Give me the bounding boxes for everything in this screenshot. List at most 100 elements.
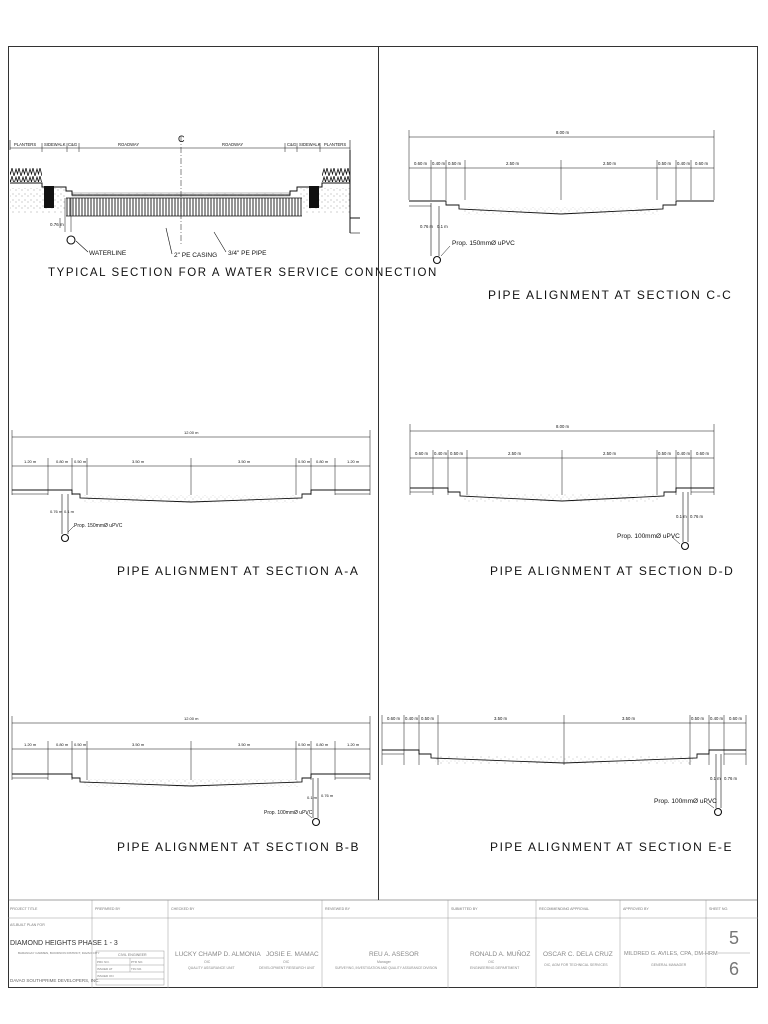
tb-approved-name: MILDRED G. AVILES, CPA, DM-HRM (624, 951, 718, 957)
cc-dim-5: 0.50 m (658, 161, 672, 166)
cc-dim-4: 2.50 m (603, 161, 617, 166)
bb-depth-label: 0.76 m (321, 793, 334, 798)
section-ee-title: PIPE ALIGNMENT AT SECTION E-E (490, 840, 734, 854)
dd-offset-label: 0.1 m (676, 514, 687, 519)
ee-dim-2: 0.50 m (421, 716, 435, 721)
section-cc-drawing: 8.00 m 0.60 m 0.40 m 0.50 m 2.50 m 2.50 … (408, 130, 715, 265)
ee-dim-0: 0.60 m (387, 716, 401, 721)
tb-developer: DAVAO SOUTHPRIME DEVELOPERS, INC. (10, 978, 100, 983)
ts-callout-pe-pipe: 3/4" PE PIPE (228, 250, 267, 257)
ts-centerline-label: C (178, 134, 185, 144)
dd-dim-4: 2.50 m (603, 451, 617, 456)
ts-label-sidewalk-left: SIDEWALK (44, 142, 66, 147)
cc-dim-0: 0.60 m (414, 161, 428, 166)
aa-dim-3: 3.50 m (132, 459, 145, 464)
tb-header-prepared-by: PREPARED BY (95, 907, 121, 911)
bb-dim-3: 3.50 m (132, 742, 145, 747)
aa-offset-label: 0.1 m (64, 509, 75, 514)
sheet-vertical-divider (378, 46, 379, 900)
typical-section-drawing: PLANTERS SIDEWALK C&G ROADWAY ROADWAY C&… (9, 134, 360, 259)
tb-project-location: BARANGAY CARMEN, BUKIDNON DISTRICT, DAVA… (18, 951, 100, 955)
cc-dim-1: 0.40 m (432, 161, 446, 166)
ts-depth-label: 0.76 m (50, 222, 64, 227)
ts-label-sidewalk-right: SIDEWALK (299, 142, 321, 147)
bb-dim-5: 0.50 m (298, 742, 311, 747)
aa-dim-0: 1.20 m (24, 459, 37, 464)
dd-pipe-label: Prop. 100mmØ uPVC (617, 533, 680, 540)
drawing-sheet-border (8, 46, 758, 988)
section-cc-title: PIPE ALIGNMENT AT SECTION C-C (488, 288, 733, 302)
bb-total-dim: 12.00 m (184, 716, 199, 721)
dd-dim-3: 2.50 m (508, 451, 522, 456)
tb-reviewed-name: REU A. ASESOR (369, 951, 419, 958)
ts-label-cg-left: C&G (68, 142, 77, 147)
bb-dim-0: 1.20 m (24, 742, 37, 747)
section-bb-drawing: 12.00 m 1.20 m 0.80 m 0.50 m 3.50 m 3.50… (11, 716, 371, 827)
cc-total-dim: 8.00 m (556, 130, 570, 135)
tb-prep-row-prc: PRC NO. (97, 960, 110, 964)
ee-pavement (435, 756, 693, 764)
section-bb-title: PIPE ALIGNMENT AT SECTION B-B (117, 840, 361, 854)
tb-submitted-role: ENGINEERING DEPARTMENT (470, 966, 520, 970)
ee-dim-1: 0.40 m (405, 716, 419, 721)
aa-dim-7: 1.20 m (347, 459, 360, 464)
aa-dim-5: 0.50 m (298, 459, 311, 464)
dd-pipe-symbol (680, 541, 690, 551)
bb-dim-7: 1.20 m (347, 742, 360, 747)
dd-pavement (464, 494, 660, 502)
tb-header-checked-by: CHECKED BY (171, 907, 195, 911)
aa-pavement (84, 495, 298, 503)
section-dd-drawing: 8.00 m 0.60 m 0.40 m 0.50 m 2.50 m 2.50 … (409, 424, 715, 551)
cc-depth-label: 0.76 m (420, 224, 434, 229)
tb-subheader: AS-BUILT PLAN FOR (10, 923, 45, 927)
waterline-pipe-symbol (66, 235, 76, 245)
tb-checked-2-pos: OIC (283, 960, 290, 964)
cc-offset-label: 0.1 m (437, 224, 448, 229)
ts-label-roadway-left: ROADWAY (118, 142, 139, 147)
title-block-grid (8, 899, 758, 988)
ts-callout-waterline: WATERLINE (89, 250, 127, 257)
cc-dim-2: 0.50 m (448, 161, 462, 166)
tb-prep-row-ptr: PTR NO. (131, 960, 144, 964)
cc-pipe-label: Prop. 150mmØ uPVC (452, 240, 515, 247)
tb-prep-row-issued-at: ISSUED AT (97, 967, 113, 971)
aa-dim-4: 3.50 m (238, 459, 251, 464)
dd-dim-2: 0.50 m (450, 451, 464, 456)
ee-dim-4: 3.50 m (622, 716, 636, 721)
tb-checked-1-name: LUCKY CHAMP D. ALMONIA (175, 951, 261, 958)
tb-header-approved-by: APPROVED BY (623, 907, 649, 911)
pe-casing-hatch (66, 198, 302, 216)
aa-depth-label: 0.76 m (50, 509, 63, 514)
planter-shrubs-right (322, 168, 350, 182)
bb-dim-4: 3.50 m (238, 742, 251, 747)
cc-pavement (463, 207, 659, 215)
bb-pipe-label: Prop. 100mmØ uPVC (264, 810, 313, 816)
ee-dim-5: 0.50 m (691, 716, 705, 721)
aa-dim-1: 0.80 m (56, 459, 69, 464)
tb-recommending-role: OIC, AGM FOR TECHNICAL SERVICES (544, 963, 608, 967)
tb-checked-1-pos: OIC (204, 960, 211, 964)
aa-pipe-symbol (60, 533, 70, 543)
ee-dim-7: 0.60 m (729, 716, 743, 721)
tb-header-project-title: PROJECT TITLE (10, 907, 38, 911)
ee-offset-label: 0.1 m (710, 776, 721, 781)
dd-dim-5: 0.50 m (658, 451, 672, 456)
tb-header-reviewed-by: REVIEWED BY (325, 907, 350, 911)
ts-label-roadway-right: ROADWAY (222, 142, 243, 147)
cc-dim-7: 0.60 m (695, 161, 709, 166)
ts-label-planters-right: PLANTERS (324, 142, 346, 147)
bb-dim-2: 0.50 m (74, 742, 87, 747)
planter-shrubs-left (10, 168, 42, 182)
tb-header-submitted-by: SUBMITTED BY (451, 907, 478, 911)
tb-header-recommending: RECOMMENDING APPROVAL (539, 907, 590, 911)
cc-pipe-symbol (432, 255, 442, 265)
tb-recommending-name: OSCAR C. DELA CRUZ (543, 951, 613, 958)
tb-checked-2-role: DEVELOPMENT RESEARCH UNIT (259, 966, 315, 970)
tb-submitted-name: RONALD A. MUÑOZ (470, 951, 531, 958)
ts-label-planters-left: PLANTERS (14, 142, 36, 147)
tb-submitted-pos: OIC (488, 960, 495, 964)
cc-dim-6: 0.40 m (677, 161, 691, 166)
tb-reviewed-role: SURVEYING, INVESTIGATION AND QUALITY ASS… (335, 966, 438, 970)
ee-dim-6: 0.40 m (710, 716, 724, 721)
